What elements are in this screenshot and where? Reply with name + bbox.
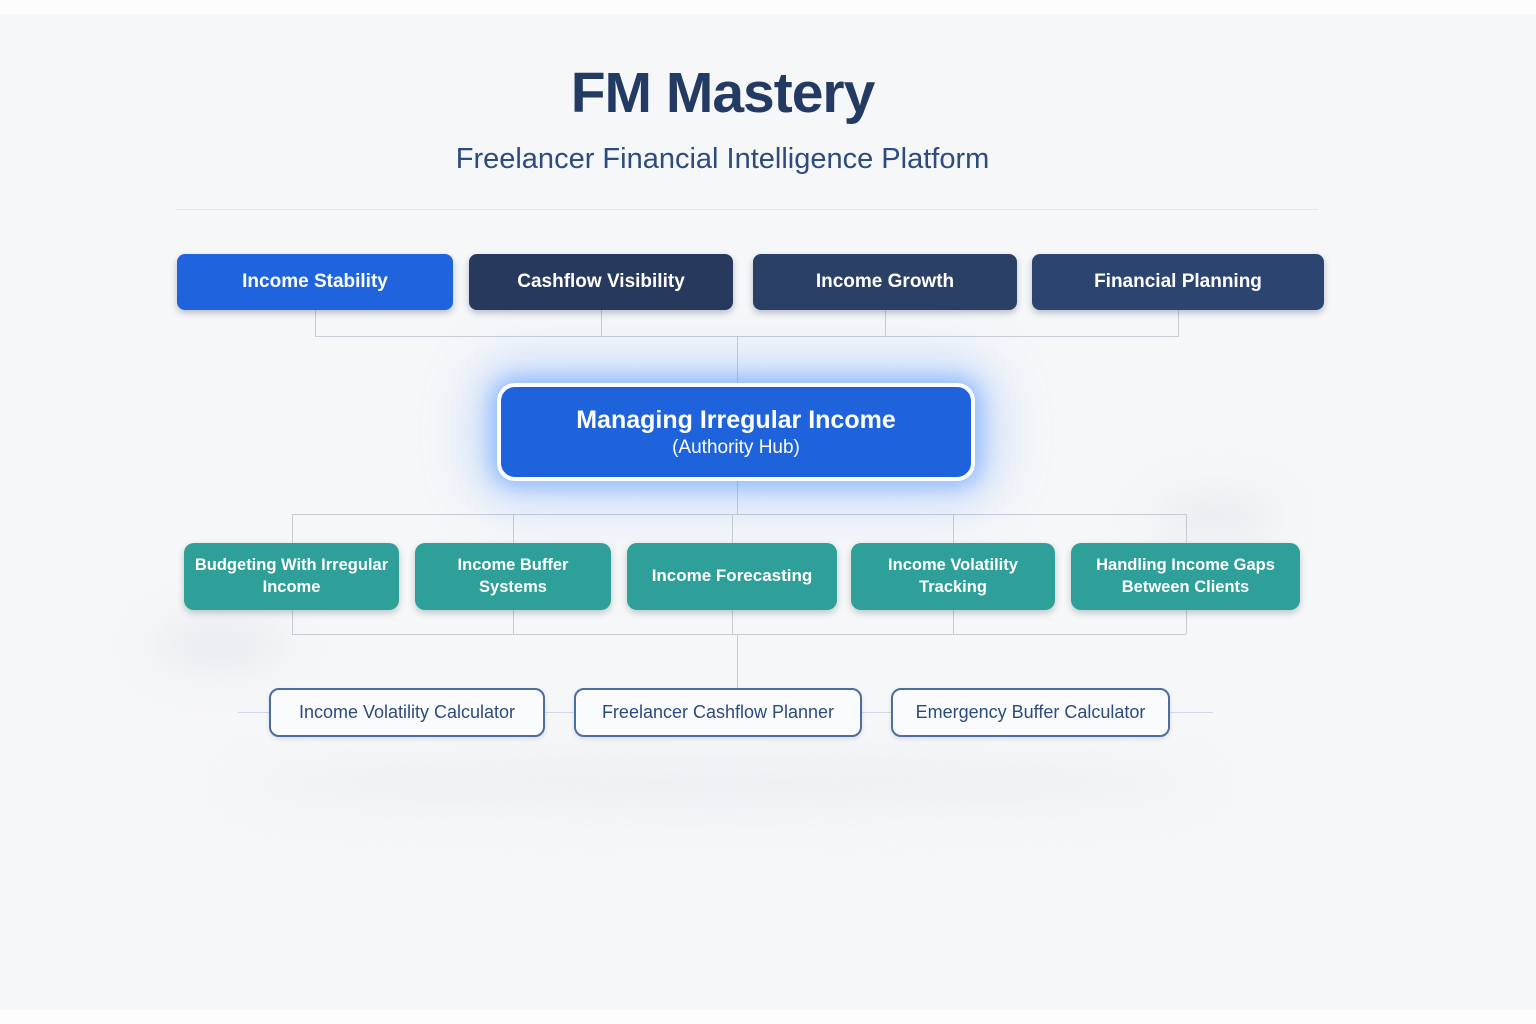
page-subtitle: Freelancer Financial Intelligence Platfo…	[455, 143, 990, 175]
pillar-income-stability[interactable]: Income Stability	[177, 254, 453, 310]
ambient-shadow	[1150, 495, 1280, 540]
pillar-label: Income Growth	[815, 271, 955, 292]
hub-subtitle: (Authority Hub)	[672, 437, 800, 458]
connector-drop-to-hub	[737, 336, 738, 383]
pillar-label: Income Stability	[242, 271, 388, 292]
tool-income-volatility-calculator[interactable]: Income Volatility Calculator	[269, 688, 545, 737]
top-margin-strip	[0, 0, 1536, 14]
connector-rail-top	[315, 336, 1179, 337]
pillar-label: Cashflow Visibility	[517, 271, 685, 292]
connector-subtopic-4-down	[1186, 610, 1187, 634]
tool-label: Freelancer Cashflow Planner	[601, 702, 835, 722]
connector-rail-mid	[292, 514, 1186, 515]
ambient-shadow	[230, 755, 1210, 810]
connector-pillar-1	[601, 310, 602, 336]
connector-subtopic-2	[732, 514, 733, 543]
hub-title: Managing Irregular Income	[576, 406, 896, 434]
connector-pillar-2	[885, 310, 886, 336]
connector-subtopic-0-down	[292, 610, 293, 634]
connector-subtopic-0	[292, 514, 293, 543]
connector-subtopic-3	[953, 514, 954, 543]
pillar-label: Financial Planning	[1094, 271, 1262, 292]
subtopic-handling-income-gaps[interactable]: Handling Income Gaps Between Clients	[1071, 543, 1300, 610]
subtopic-label: Income Buffer Systems	[457, 556, 569, 596]
subtopic-budgeting-irregular-income[interactable]: Budgeting With Irregular Income	[184, 543, 399, 610]
subtopic-income-forecasting[interactable]: Income Forecasting	[627, 543, 837, 610]
pillar-cashflow-visibility[interactable]: Cashflow Visibility	[469, 254, 733, 310]
subtopic-income-buffer-systems[interactable]: Income Buffer Systems	[415, 543, 611, 610]
subtopic-label: Income Volatility Tracking	[888, 556, 1018, 596]
authority-hub-node[interactable]: Managing Irregular Income (Authority Hub…	[497, 383, 975, 481]
pillar-income-growth[interactable]: Income Growth	[753, 254, 1017, 310]
connector-hub-drop	[737, 481, 738, 514]
tool-label: Income Volatility Calculator	[298, 702, 516, 722]
subtopic-label: Budgeting With Irregular Income	[194, 556, 389, 596]
tool-freelancer-cashflow-planner[interactable]: Freelancer Cashflow Planner	[574, 688, 862, 737]
connector-subtopic-1-down	[513, 610, 514, 634]
connector-pillar-3	[1178, 310, 1179, 336]
connector-subtopic-4	[1186, 514, 1187, 543]
tool-label: Emergency Buffer Calculator	[915, 702, 1146, 722]
connector-rail-low	[292, 634, 1186, 635]
subtopic-label: Income Forecasting	[651, 566, 813, 586]
connector-subtopic-3-down	[953, 610, 954, 634]
pillar-financial-planning[interactable]: Financial Planning	[1032, 254, 1324, 310]
tool-emergency-buffer-calculator[interactable]: Emergency Buffer Calculator	[891, 688, 1170, 737]
connector-subtopic-1	[513, 514, 514, 543]
header-divider	[176, 209, 1318, 210]
subtopic-label: Handling Income Gaps Between Clients	[1096, 556, 1275, 596]
subtopic-income-volatility-tracking[interactable]: Income Volatility Tracking	[851, 543, 1055, 610]
bottom-margin-strip	[0, 1010, 1536, 1024]
connector-pillar-0	[315, 310, 316, 336]
connector-drop-to-tools	[737, 634, 738, 688]
page-title: FM Mastery	[570, 61, 876, 125]
connector-subtopic-2-down	[732, 610, 733, 634]
ambient-shadow	[150, 620, 290, 670]
